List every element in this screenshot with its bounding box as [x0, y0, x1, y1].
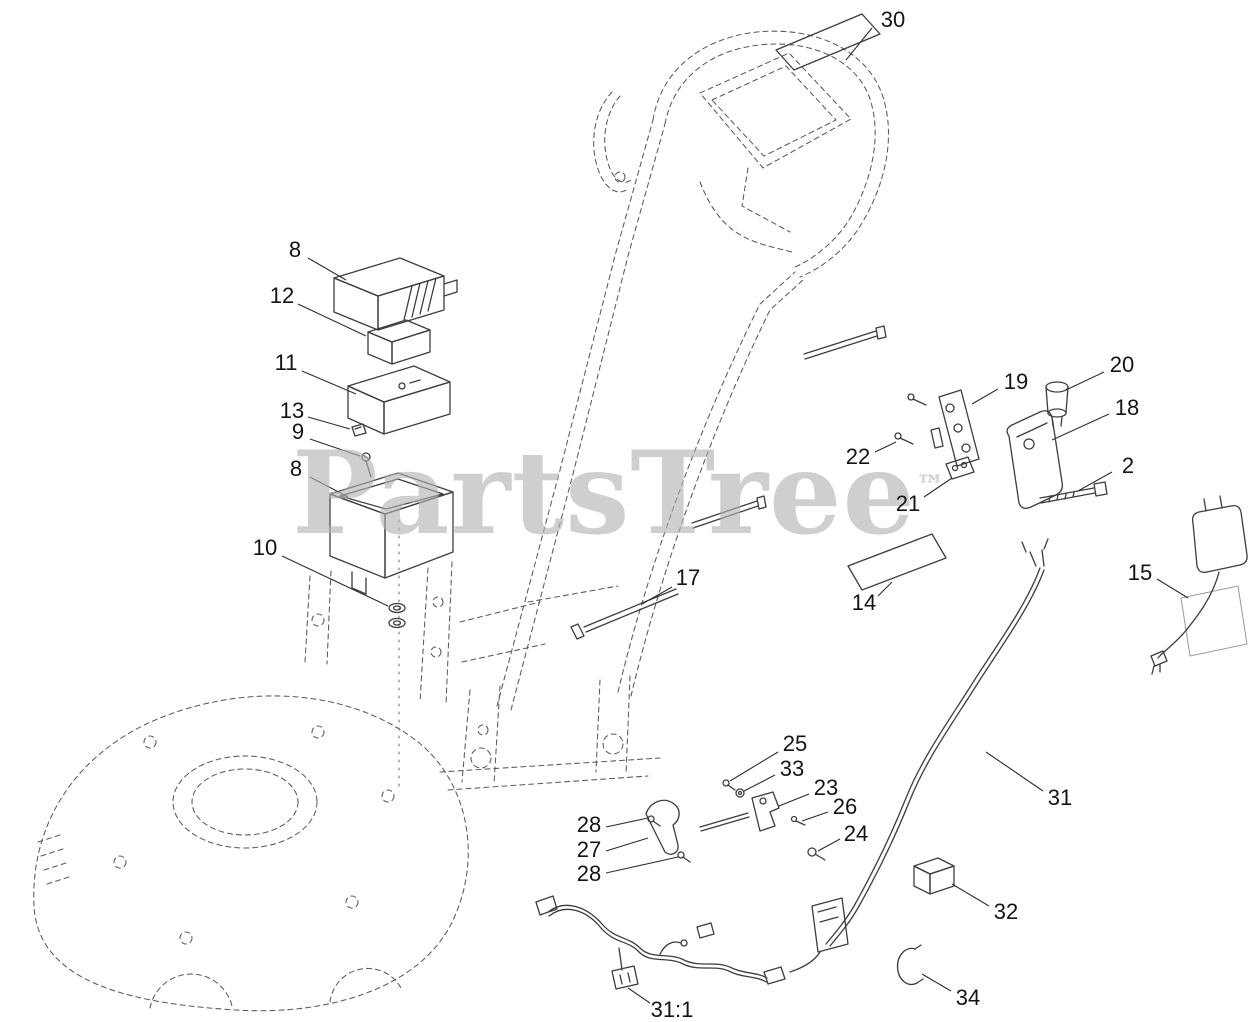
washers-10-shape — [388, 519, 406, 793]
callout-33: 33 — [779, 756, 805, 781]
leader-line-15 — [1156, 578, 1189, 599]
leader-line-9 — [309, 438, 361, 457]
callout-25: 25 — [782, 731, 808, 756]
callout-19: 19 — [1003, 369, 1029, 394]
callout-24: 24 — [843, 821, 869, 846]
leader-line-34 — [921, 973, 952, 992]
leader-line-18 — [1051, 413, 1110, 441]
part-32-shape — [913, 857, 955, 895]
clip-34-shape — [896, 944, 924, 986]
charger-15-shape — [1150, 495, 1248, 675]
leader-line-12 — [297, 303, 367, 337]
leader-line-24 — [817, 838, 841, 852]
leader-line-2 — [1077, 471, 1113, 492]
leader-line-28 — [605, 817, 649, 828]
handle-assembly — [439, 30, 889, 791]
leader-line-14 — [877, 581, 893, 597]
leader-line-32 — [951, 883, 990, 907]
part-11-shape — [347, 365, 451, 435]
callout-20: 20 — [1109, 352, 1135, 377]
callout-10: 10 — [252, 535, 278, 560]
cable-31-shape — [789, 538, 1049, 973]
leader-line-33 — [743, 774, 776, 792]
callout-30: 30 — [880, 7, 906, 32]
leader-line-27 — [605, 837, 649, 852]
callout-28: 28 — [576, 812, 602, 837]
leader-line-21 — [923, 477, 953, 498]
leader-line-11 — [301, 370, 357, 395]
bolt-2-shape — [1039, 481, 1108, 504]
leader-line-10 — [281, 555, 389, 607]
leader-line-8 — [309, 476, 349, 498]
callout-26: 26 — [832, 794, 858, 819]
leader-line-17 — [641, 586, 673, 605]
leader-line-13 — [307, 416, 351, 430]
leader-line-30 — [845, 27, 873, 61]
callout-21: 21 — [895, 491, 921, 516]
callout-9: 9 — [291, 419, 305, 444]
bracket-19-shape — [907, 389, 980, 467]
callout-11: 11 — [274, 350, 298, 375]
callout-8: 8 — [288, 237, 302, 262]
callout-22: 22 — [845, 444, 871, 469]
leader-line-23 — [778, 793, 810, 807]
cable-clamp-group — [699, 779, 826, 861]
harness-31-1-shape — [535, 895, 786, 990]
decal-14-shape — [847, 533, 947, 591]
leader-line-31 — [985, 751, 1044, 792]
callout-23: 23 — [813, 775, 839, 800]
callout-17: 17 — [675, 565, 701, 590]
leader-line-28 — [605, 856, 679, 874]
leader-line-25 — [729, 751, 779, 782]
part-21-shape — [945, 456, 975, 480]
callout-34: 34 — [955, 985, 981, 1010]
battery-pack-shape — [333, 257, 458, 331]
bolt-17-shape — [570, 588, 679, 640]
leader-line-26 — [801, 811, 829, 822]
callout-2: 2 — [1121, 453, 1135, 478]
cover-18-shape — [1006, 410, 1064, 509]
tie-rod-upper-shape — [803, 325, 887, 360]
callout-18: 18 — [1114, 395, 1140, 420]
leader-line-31-1 — [627, 987, 651, 1004]
callout-12: 12 — [269, 283, 295, 308]
mower-deck — [33, 561, 546, 1012]
callout-27: 27 — [576, 837, 602, 862]
decal-30-shape — [775, 13, 881, 71]
callout-8: 8 — [289, 456, 303, 481]
leader-line-19 — [971, 388, 999, 405]
leader-line-22 — [874, 441, 897, 453]
part-12-shape — [367, 319, 431, 365]
leader-lines — [281, 27, 1189, 1004]
bracket-27-group — [645, 799, 691, 863]
battery-box-shape — [329, 472, 454, 595]
callout-14: 14 — [851, 590, 877, 615]
callout-32: 32 — [993, 899, 1019, 924]
callout-15: 15 — [1127, 560, 1153, 585]
clip-13-shape — [351, 423, 367, 437]
callout-31: 31 — [1047, 785, 1073, 810]
screw-22-shape — [894, 432, 914, 445]
tie-rod-mid-shape — [691, 495, 767, 529]
screw-9-shape — [361, 452, 372, 478]
callout-31-1: 31:1 — [650, 997, 694, 1022]
callout-28: 28 — [576, 861, 602, 886]
callout-13: 13 — [279, 398, 305, 423]
leader-line-8 — [307, 257, 347, 281]
leader-line-20 — [1065, 371, 1105, 391]
